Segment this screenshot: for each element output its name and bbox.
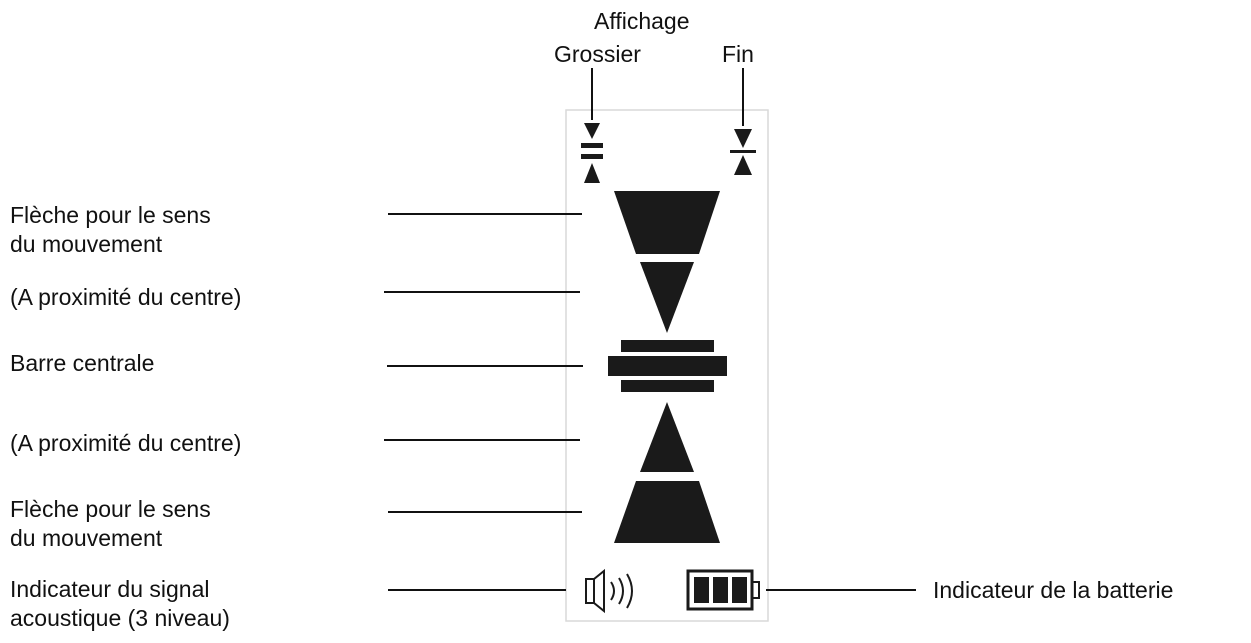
- battery-cell-2: [713, 577, 728, 603]
- label-arrow-bottom: Flèche pour le sens du mouvement: [10, 495, 211, 553]
- coarse-mode-icon: [581, 123, 603, 183]
- label-arrow-top-line2: du mouvement: [10, 231, 163, 257]
- direction-arrow-bottom: [614, 481, 720, 543]
- speaker-signal-icon: [585, 568, 633, 614]
- label-arrow-bottom-line2: du mouvement: [10, 525, 163, 551]
- label-acoustic-line2: acoustique (3 niveau): [10, 605, 230, 631]
- fine-label: Fin: [722, 41, 754, 67]
- label-battery: Indicateur de la batterie: [933, 577, 1174, 603]
- display-heading: Affichage: [594, 8, 690, 34]
- center-bar: [608, 340, 727, 392]
- near-center-arrow-bottom: [640, 402, 694, 472]
- label-acoustic-line1: Indicateur du signal: [10, 576, 210, 602]
- label-arrow-top: Flèche pour le sens du mouvement: [10, 201, 211, 259]
- label-near-top: (A proximité du centre): [10, 284, 242, 310]
- label-arrow-top-line1: Flèche pour le sens: [10, 202, 211, 228]
- direction-arrow-top: [614, 191, 720, 254]
- label-acoustic: Indicateur du signal acoustique (3 nivea…: [10, 575, 230, 633]
- near-center-arrow-top: [640, 262, 694, 333]
- label-arrow-bottom-line1: Flèche pour le sens: [10, 496, 211, 522]
- battery-full-icon: [686, 569, 760, 611]
- label-center-bar: Barre centrale: [10, 350, 155, 376]
- label-near-bottom: (A proximité du centre): [10, 430, 242, 456]
- coarse-label: Grossier: [554, 41, 641, 67]
- battery-cell-3: [732, 577, 747, 603]
- battery-cell-1: [694, 577, 709, 603]
- fine-mode-icon: [730, 129, 756, 175]
